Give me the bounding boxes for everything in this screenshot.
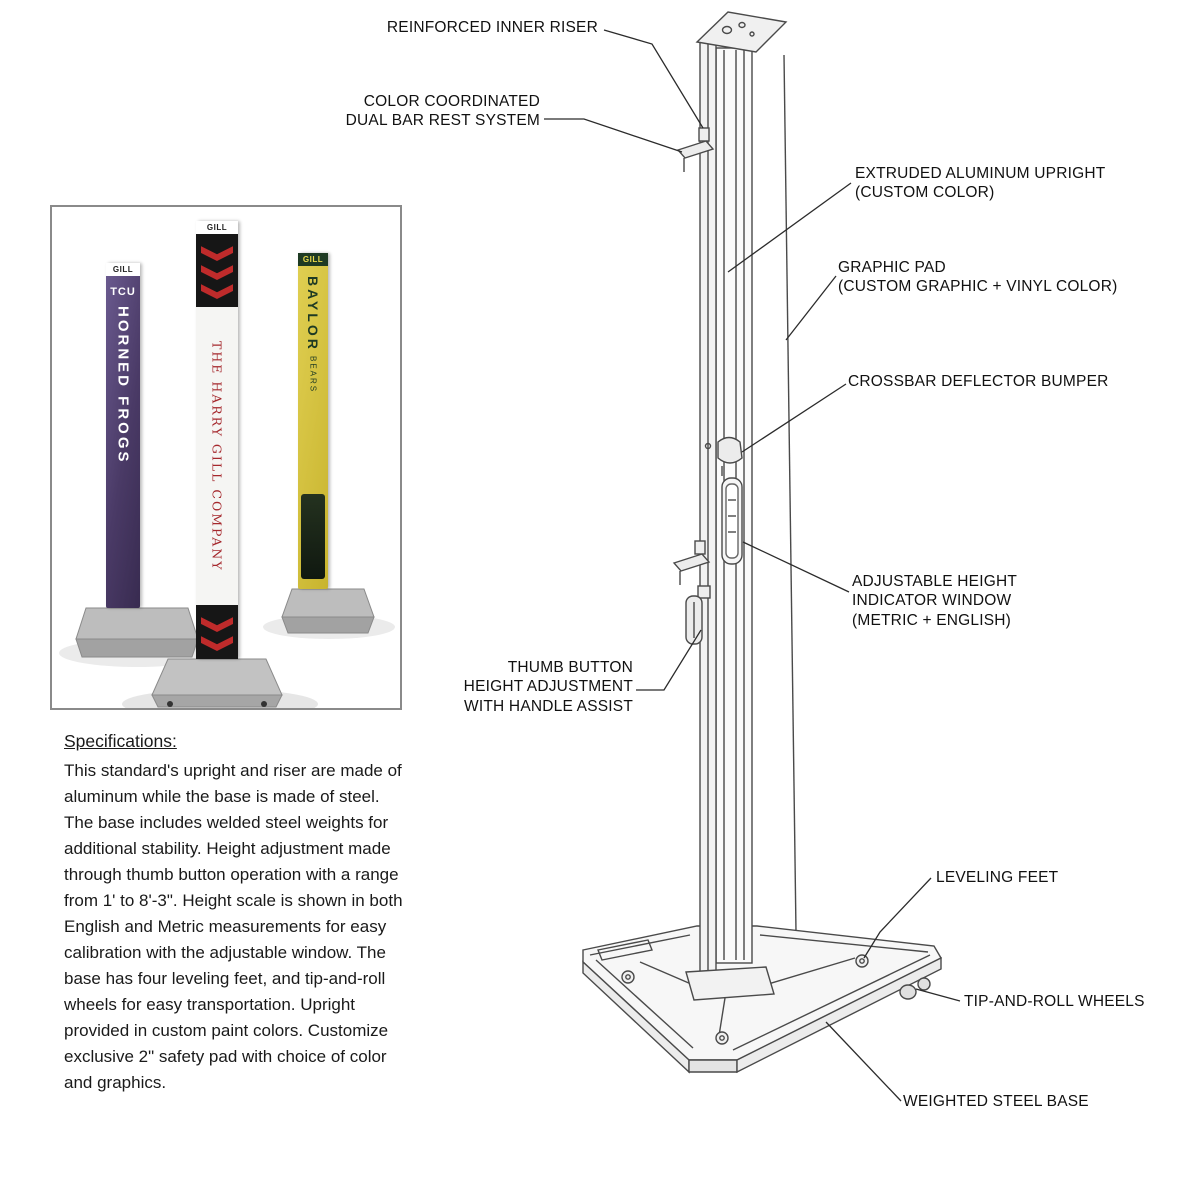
pole-graphic-subtext: BEARS <box>308 355 318 393</box>
graphic-pad-edge <box>783 54 797 933</box>
drawing-lines <box>582 11 942 1074</box>
callout-crossbar-bumper: CROSSBAR DEFLECTOR BUMPER <box>848 373 1109 390</box>
tip-and-roll-wheel <box>917 977 931 991</box>
column-foot-drawing <box>685 966 775 1001</box>
callout-leveling-feet: LEVELING FEET <box>936 869 1059 886</box>
leader-thumb <box>636 629 702 691</box>
standard-photo-gill: GILL THE HARRY GILL COMPANY <box>196 221 238 659</box>
standard-photo-baylor: GILL BAYLOR BEARS <box>298 253 328 589</box>
height-indicator-window-drawing <box>721 477 743 565</box>
base-drawing <box>582 925 942 1074</box>
top-cap-drawing <box>695 11 788 53</box>
pole-graphic-text: HORNED FROGS <box>114 306 132 465</box>
specifications-body: This standard's upright and riser are ma… <box>64 761 403 1092</box>
pole-graphic-text: THE HARRY GILL COMPANY <box>209 340 225 572</box>
pole-graphic-image <box>301 494 325 579</box>
leader-bumper <box>741 383 847 453</box>
callout-extruded-upright: EXTRUDED ALUMINUM UPRIGHT (CUSTOM COLOR) <box>855 165 1106 202</box>
callout-weighted-steel-base: WEIGHTED STEEL BASE <box>903 1093 1089 1110</box>
leveling-foot <box>715 1031 729 1045</box>
leader-indicator <box>742 541 850 593</box>
leader-graphic-pad <box>785 275 837 341</box>
inset-bases-drawing <box>59 588 395 708</box>
callout-graphic-pad: GRAPHIC PAD (CUSTOM GRAPHIC + VINYL COLO… <box>838 259 1118 296</box>
callout-dual-bar-rest: COLOR COORDINATED DUAL BAR REST SYSTEM <box>345 93 540 130</box>
crossbar-bumper-drawing <box>717 436 743 476</box>
callout-height-indicator: ADJUSTABLE HEIGHT INDICATOR WINDOW (METR… <box>852 573 1018 629</box>
base-center <box>151 658 283 696</box>
base-left <box>75 607 199 640</box>
specifications-heading: Specifications: <box>64 731 177 751</box>
gill-brand-tag: GILL <box>106 263 140 276</box>
standard-photo-tcu: GILL TCU HORNED FROGS <box>106 263 140 608</box>
callout-tip-and-roll-wheels: TIP-AND-ROLL WHEELS <box>964 993 1145 1010</box>
leader-riser <box>603 29 704 129</box>
thumb-button-handle-drawing <box>685 585 711 645</box>
gill-brand-tag: GILL <box>196 221 238 234</box>
leader-upright <box>727 182 852 273</box>
leader-leveling <box>863 877 932 959</box>
team-name: TCU <box>110 286 136 298</box>
pole-graphic-text: BAYLOR <box>305 276 321 352</box>
upright-drawing <box>685 11 788 1001</box>
callout-thumb-button: THUMB BUTTON HEIGHT ADJUSTMENT WITH HAND… <box>463 659 633 715</box>
tip-and-roll-wheel <box>899 984 917 1000</box>
base-wheel <box>167 701 173 707</box>
leader-wheels <box>915 988 961 1002</box>
leveling-foot <box>621 970 635 984</box>
chevron-band-bottom <box>196 605 238 659</box>
bar-rest-lower-drawing <box>672 540 711 585</box>
chevron-icon <box>200 265 234 280</box>
leveling-foot <box>855 954 869 968</box>
specifications-block: Specifications: This standard's upright … <box>64 728 410 1096</box>
callout-reinforced-inner-riser: REINFORCED INNER RISER <box>386 19 598 36</box>
leader-lines <box>544 29 961 1102</box>
chevron-icon <box>200 284 234 299</box>
chevron-band-top <box>196 234 238 307</box>
chevron-icon <box>200 246 234 261</box>
bar-rest-upper-drawing <box>676 127 715 172</box>
gill-brand-tag: GILL <box>298 253 328 266</box>
chevron-icon <box>200 636 234 651</box>
leader-base <box>825 1021 902 1102</box>
base-wheel <box>261 701 267 707</box>
leader-bar-rest <box>544 118 683 153</box>
chevron-icon <box>200 617 234 632</box>
base-right <box>281 588 375 618</box>
product-photo-inset: GILL TCU HORNED FROGS GILL THE HARRY GIL… <box>50 205 402 710</box>
